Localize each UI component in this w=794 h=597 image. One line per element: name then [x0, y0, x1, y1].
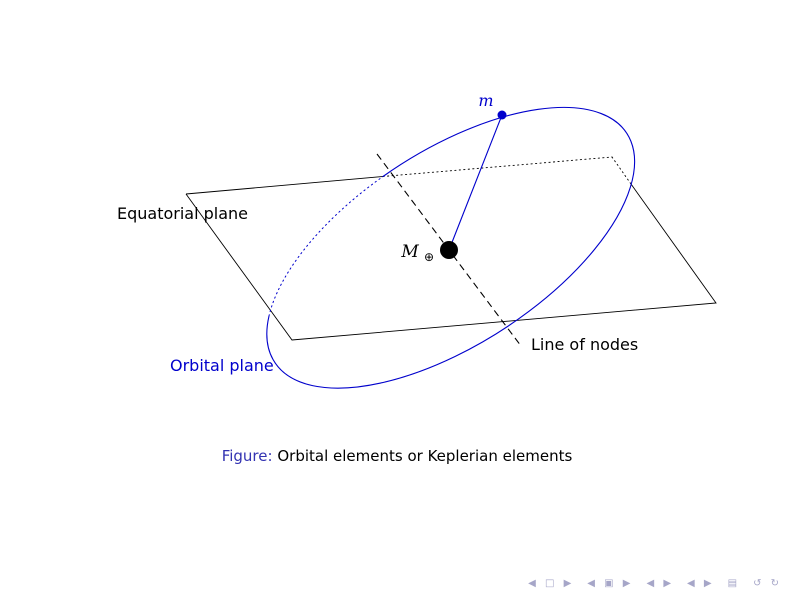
orbit-ellipse-hidden-arc-dotted — [268, 176, 384, 317]
nav-presentation-icon[interactable]: ▤ — [727, 578, 741, 589]
figure-caption-text: Orbital elements or Keplerian elements — [277, 447, 573, 465]
figure-caption: Figure: Orbital elements or Keplerian el… — [0, 447, 794, 465]
equatorial-plane-top-edge-hidden-dotted — [382, 156, 613, 177]
equatorial-plane-right-edge-hidden-dotted — [611, 156, 632, 185]
equatorial-plane-edges-visible — [185, 183, 717, 341]
orbit-ellipse-visible-arc — [266, 106, 636, 389]
earth-mass-dot — [440, 241, 458, 259]
nav-section-controls-icon[interactable]: ◀ ▶ — [687, 578, 715, 589]
nav-slide-controls-icon[interactable]: ◀ □ ▶ — [528, 578, 575, 589]
equatorial-plane-label: Equatorial plane — [117, 204, 248, 223]
radius-vector-line — [448, 114, 503, 251]
nav-subsection-controls-icon[interactable]: ◀ ▶ — [646, 578, 675, 589]
earth-mass-label: M ⊕ — [400, 242, 434, 264]
equatorial-plane-top-edge-visible — [185, 176, 384, 195]
beamer-navigation-bar: ◀ □ ▶ ◀ ▣ ▶ ◀ ▶ ◀ ▶ ▤ ↺ ↻ — [528, 579, 782, 589]
earth-symbol-subscript: ⊕ — [424, 250, 434, 264]
satellite-mass-label: m — [478, 91, 493, 110]
earth-mass-symbol: M — [400, 242, 419, 262]
nav-back-forward-icon[interactable]: ↺ ↻ — [753, 578, 782, 589]
line-of-nodes-label: Line of nodes — [531, 335, 638, 354]
figure-caption-label: Figure: — [221, 447, 273, 465]
orbital-plane-label: Orbital plane — [170, 356, 274, 375]
satellite-dot — [497, 110, 507, 120]
nav-frame-controls-icon[interactable]: ◀ ▣ ▶ — [587, 578, 634, 589]
